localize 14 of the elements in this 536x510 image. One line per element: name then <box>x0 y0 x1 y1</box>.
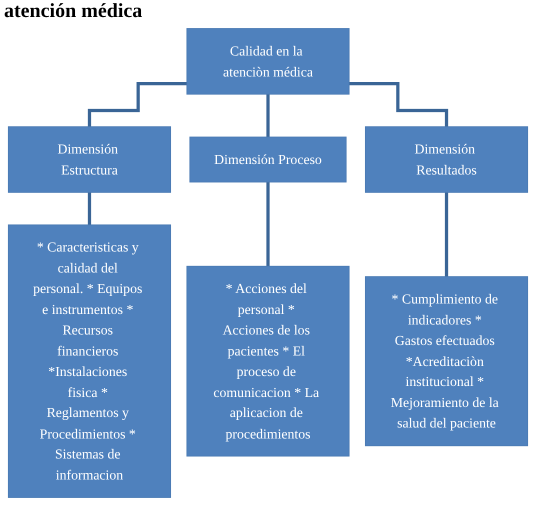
connector <box>349 82 448 128</box>
node-box: Dimensión Resultados <box>364 126 528 193</box>
node-box: Dimensión Estructura <box>8 126 172 193</box>
node-box: Dimensión Proceso <box>189 136 347 182</box>
connector <box>444 190 448 278</box>
connector <box>266 92 270 139</box>
connector <box>88 190 92 226</box>
node-box: Calidad en la atenciòn médica <box>186 28 350 95</box>
node-box: * Cumplimiento de indicadores * Gastos efectuados *Acreditaciòn institucional * Mejoramiento de la salud del paciente <box>364 276 528 446</box>
node-box: * Caracteristicas y calidad del personal. * Equipos e instrumentos * Recursos financieros *Instalaciones fisica * Reglamentos y Procedimientos * Sistemas de informacion <box>8 224 172 498</box>
connector <box>88 82 187 128</box>
title: atención médica <box>4 0 144 22</box>
connector <box>266 180 270 268</box>
node-box: * Acciones del personal * Acciones de los pacientes * El proceso de comunicacion * La aplicacion de procedimientos <box>186 266 350 457</box>
